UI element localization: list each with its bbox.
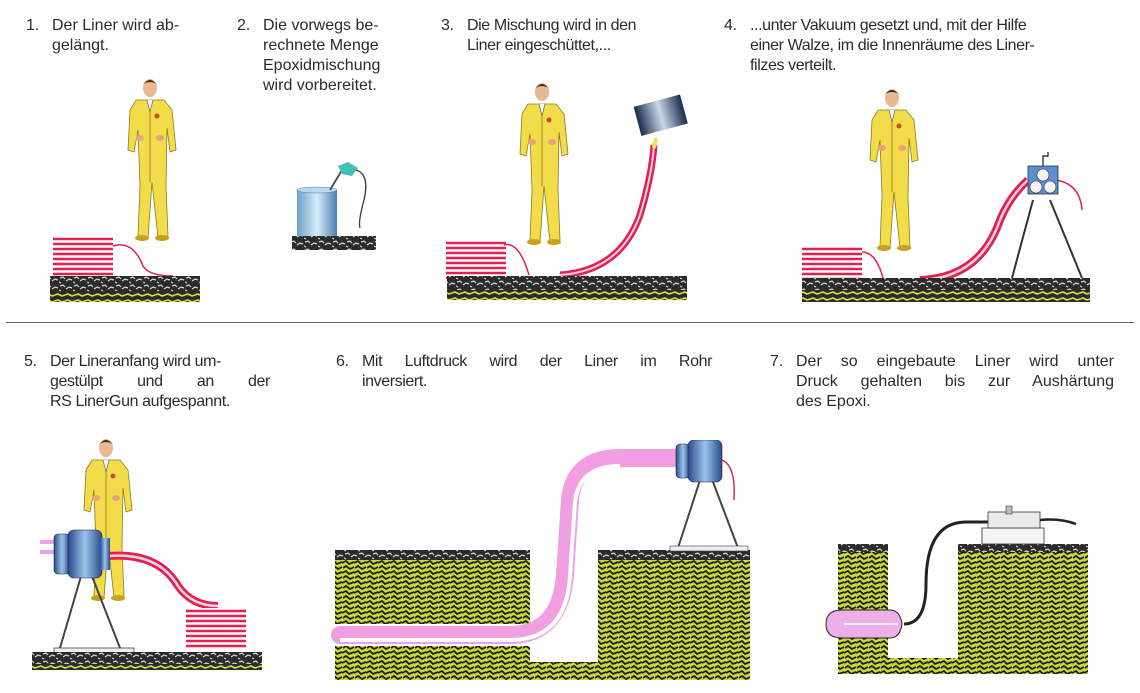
worker-figure (869, 88, 919, 252)
step-line: gestülpt und an der (50, 373, 270, 390)
step-line: Mit Luftdruck wird der Liner im Rohr (362, 353, 712, 370)
step-line: des Epoxi. (796, 393, 871, 410)
step-2-illustration (290, 160, 380, 250)
step-line: Der Liner wird ab- (52, 17, 180, 34)
step-number: 7. (770, 353, 784, 370)
worker-figure (127, 78, 177, 242)
step-7-illustration (820, 500, 1100, 680)
step-line: filzes verteilt. (750, 57, 837, 74)
step-number: 4. (724, 17, 737, 34)
step-line: Die Mischung wird in den (467, 17, 637, 34)
liner-tube (919, 177, 1031, 284)
step-line: Der so eingebaute Liner wird unter (796, 353, 1114, 370)
step-number: 6. (336, 353, 349, 370)
worker-figure (519, 82, 569, 246)
step-line: Die vorwegs be- (263, 17, 379, 34)
step-number: 1. (26, 17, 40, 34)
step-4-text: 4. ...unter Vakuum gesetzt und, mit der … (724, 16, 1118, 76)
ground-slab (447, 276, 687, 292)
mixer-drill (338, 162, 358, 176)
soil-left (838, 544, 888, 674)
row-divider (6, 322, 1134, 323)
step-number: 2. (237, 17, 251, 34)
step-line: rechnete Menge (263, 37, 379, 54)
step-3-text: 3. Die Mischung wird in den Liner einges… (441, 16, 701, 56)
step-number: 3. (441, 17, 454, 34)
step-5-illustration (28, 436, 268, 676)
step-3-illustration (442, 80, 692, 308)
step-7-text: 7. Der so eingebaute Liner wird unter Dr… (770, 352, 1114, 412)
step-6-illustration (330, 440, 750, 680)
soil-right (598, 550, 750, 680)
step-line: Der Lineranfang wird um- (50, 353, 221, 370)
ground-slab (50, 276, 200, 294)
roller-stand (1011, 152, 1083, 279)
step-line: einer Walze, im die Innenräume des Liner… (750, 37, 1035, 54)
pressure-hose (903, 520, 1000, 626)
liner-gun (53, 529, 135, 655)
step-2-text: 2. Die vorwegs be- rechnete Menge Epoxid… (237, 16, 412, 96)
liner-tube (559, 144, 658, 279)
inverted-liner (331, 449, 684, 644)
liner-gun (669, 440, 749, 552)
step-line: Druck gehalten bis zur Aushärtung (796, 373, 1114, 390)
ground-slab (32, 652, 262, 666)
mixing-bucket (297, 190, 337, 238)
ground-slab (802, 278, 1090, 292)
step-line: wird vorbereitet. (263, 77, 377, 94)
step-1-text: 1. Der Liner wird ab- gelängt. (26, 16, 212, 56)
step-1-illustration (45, 76, 205, 308)
step-line: Liner eingeschüttet,... (467, 37, 611, 54)
step-line: Epoxidmischung (263, 57, 381, 74)
step-number: 5. (24, 353, 37, 370)
step-line: RS LinerGun aufgespannt. (50, 393, 230, 410)
step-line: gelängt. (52, 37, 109, 54)
step-4-illustration (800, 80, 1100, 308)
compressor (981, 505, 1077, 545)
pouring-bucket (633, 94, 688, 136)
step-6-text: 6. Mit Luftdruck wird der Liner im Rohr … (336, 352, 712, 392)
soil-left (335, 550, 530, 680)
pressure-packer (825, 609, 903, 639)
step-line: ...unter Vakuum gesetzt und, mit der Hil… (750, 17, 1027, 34)
soil-right (958, 544, 1088, 674)
step-line: inversiert. (362, 373, 427, 390)
step-5-text: 5. Der Lineranfang wird um- gestülpt und… (24, 352, 270, 412)
